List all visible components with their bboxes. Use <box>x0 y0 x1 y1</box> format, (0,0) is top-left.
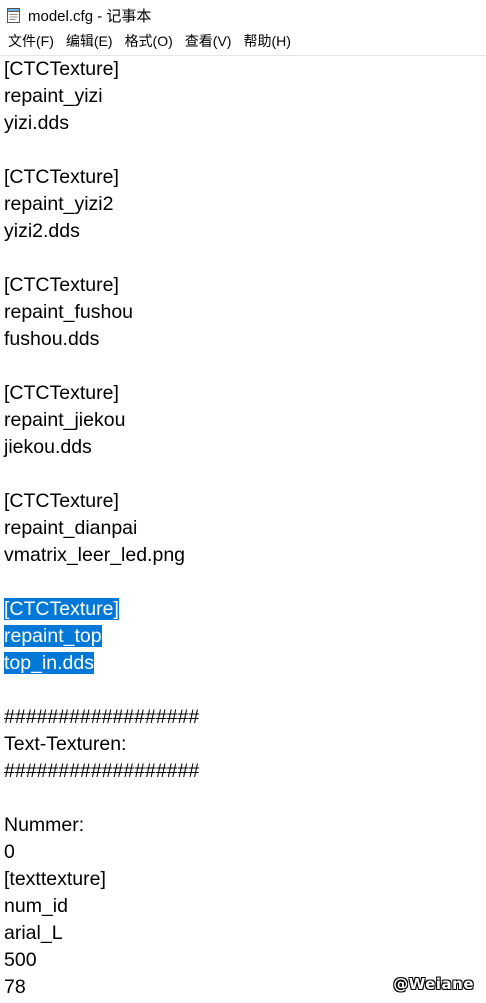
title-bar[interactable]: model.cfg - 记事本 <box>0 0 486 30</box>
editor-line: repaint_dianpai <box>4 515 199 542</box>
notepad-icon <box>6 6 22 24</box>
menu-view[interactable]: 查看(V) <box>184 33 232 49</box>
editor-line: repaint_yizi <box>4 83 199 110</box>
line-text: [CTCTexture] <box>4 166 119 188</box>
watermark: @Weiane <box>393 975 474 993</box>
line-text: repaint_jiekou <box>4 409 126 431</box>
editor-line: num_id <box>4 893 199 920</box>
line-text: [texttexture] <box>4 868 106 890</box>
editor-line: Nummer: <box>4 812 199 839</box>
line-text: 0 <box>4 841 15 863</box>
editor-line: yizi2.dds <box>4 218 199 245</box>
editor-line <box>4 245 199 272</box>
editor-line: ################## <box>4 704 199 731</box>
line-text: yizi2.dds <box>4 220 80 242</box>
editor-line: 78 <box>4 974 199 1001</box>
line-text: yizi.dds <box>4 112 70 134</box>
editor-line <box>4 461 199 488</box>
editor-line: top_in.dds <box>4 650 199 677</box>
editor-line: [CTCTexture] <box>4 56 199 83</box>
editor-line <box>4 677 199 704</box>
line-text: 500 <box>4 949 37 971</box>
editor-line: [CTCTexture] <box>4 164 199 191</box>
menu-bar: 文件(F) 编辑(E) 格式(O) 查看(V) 帮助(H) <box>0 30 486 52</box>
text-editor[interactable]: [CTCTexture] repaint_yizi yizi.dds [CTCText… <box>0 55 486 1003</box>
editor-line: jiekou.dds <box>4 434 199 461</box>
editor-line: yizi.dds <box>4 110 199 137</box>
editor-line: repaint_fushou <box>4 299 199 326</box>
selected-text: repaint_top <box>4 625 102 647</box>
line-text: repaint_yizi2 <box>4 193 114 215</box>
line-text: jiekou.dds <box>4 436 92 458</box>
menu-file[interactable]: 文件(F) <box>8 33 54 49</box>
editor-line: [CTCTexture] <box>4 272 199 299</box>
editor-line: fushou.dds <box>4 326 199 353</box>
menu-format[interactable]: 格式(O) <box>124 33 173 49</box>
editor-line: vmatrix_leer_led.png <box>4 542 199 569</box>
editor-line: ################## <box>4 758 199 785</box>
line-text: fushou.dds <box>4 328 100 350</box>
line-text: ################## <box>4 760 200 782</box>
line-text: [CTCTexture] <box>4 274 119 296</box>
editor-line: 0 <box>4 839 199 866</box>
window-title: model.cfg - 记事本 <box>28 7 152 25</box>
editor-line: repaint_top <box>4 623 199 650</box>
line-text: [CTCTexture] <box>4 490 119 512</box>
menu-edit[interactable]: 编辑(E) <box>65 33 113 49</box>
line-text: ################## <box>4 706 200 728</box>
line-text: [CTCTexture] <box>4 58 119 80</box>
line-text: repaint_fushou <box>4 301 134 323</box>
line-text: arial_L <box>4 922 63 944</box>
editor-line: [CTCTexture] <box>4 380 199 407</box>
selected-text: [CTCTexture] <box>4 598 119 620</box>
line-text: 78 <box>4 976 26 998</box>
menu-help[interactable]: 帮助(H) <box>243 33 291 49</box>
editor-line: arial_L <box>4 920 199 947</box>
editor-line <box>4 137 199 164</box>
line-text: [CTCTexture] <box>4 382 119 404</box>
line-text: repaint_dianpai <box>4 517 138 539</box>
line-text: num_id <box>4 895 68 917</box>
editor-lines: [CTCTexture] repaint_yizi yizi.dds [CTCText… <box>4 56 199 1001</box>
line-text: Nummer: <box>4 814 85 836</box>
editor-line: 500 <box>4 947 199 974</box>
line-text: repaint_yizi <box>4 85 103 107</box>
editor-line <box>4 569 199 596</box>
selected-text: top_in.dds <box>4 652 94 674</box>
editor-line: [texttexture] <box>4 866 199 893</box>
line-text: vmatrix_leer_led.png <box>4 544 186 566</box>
editor-line: repaint_jiekou <box>4 407 199 434</box>
editor-line: Text-Texturen: <box>4 731 199 758</box>
line-text: Text-Texturen: <box>4 733 127 755</box>
editor-line <box>4 353 199 380</box>
editor-line: [CTCTexture] <box>4 596 199 623</box>
editor-line <box>4 785 199 812</box>
editor-line: [CTCTexture] <box>4 488 199 515</box>
editor-line: repaint_yizi2 <box>4 191 199 218</box>
